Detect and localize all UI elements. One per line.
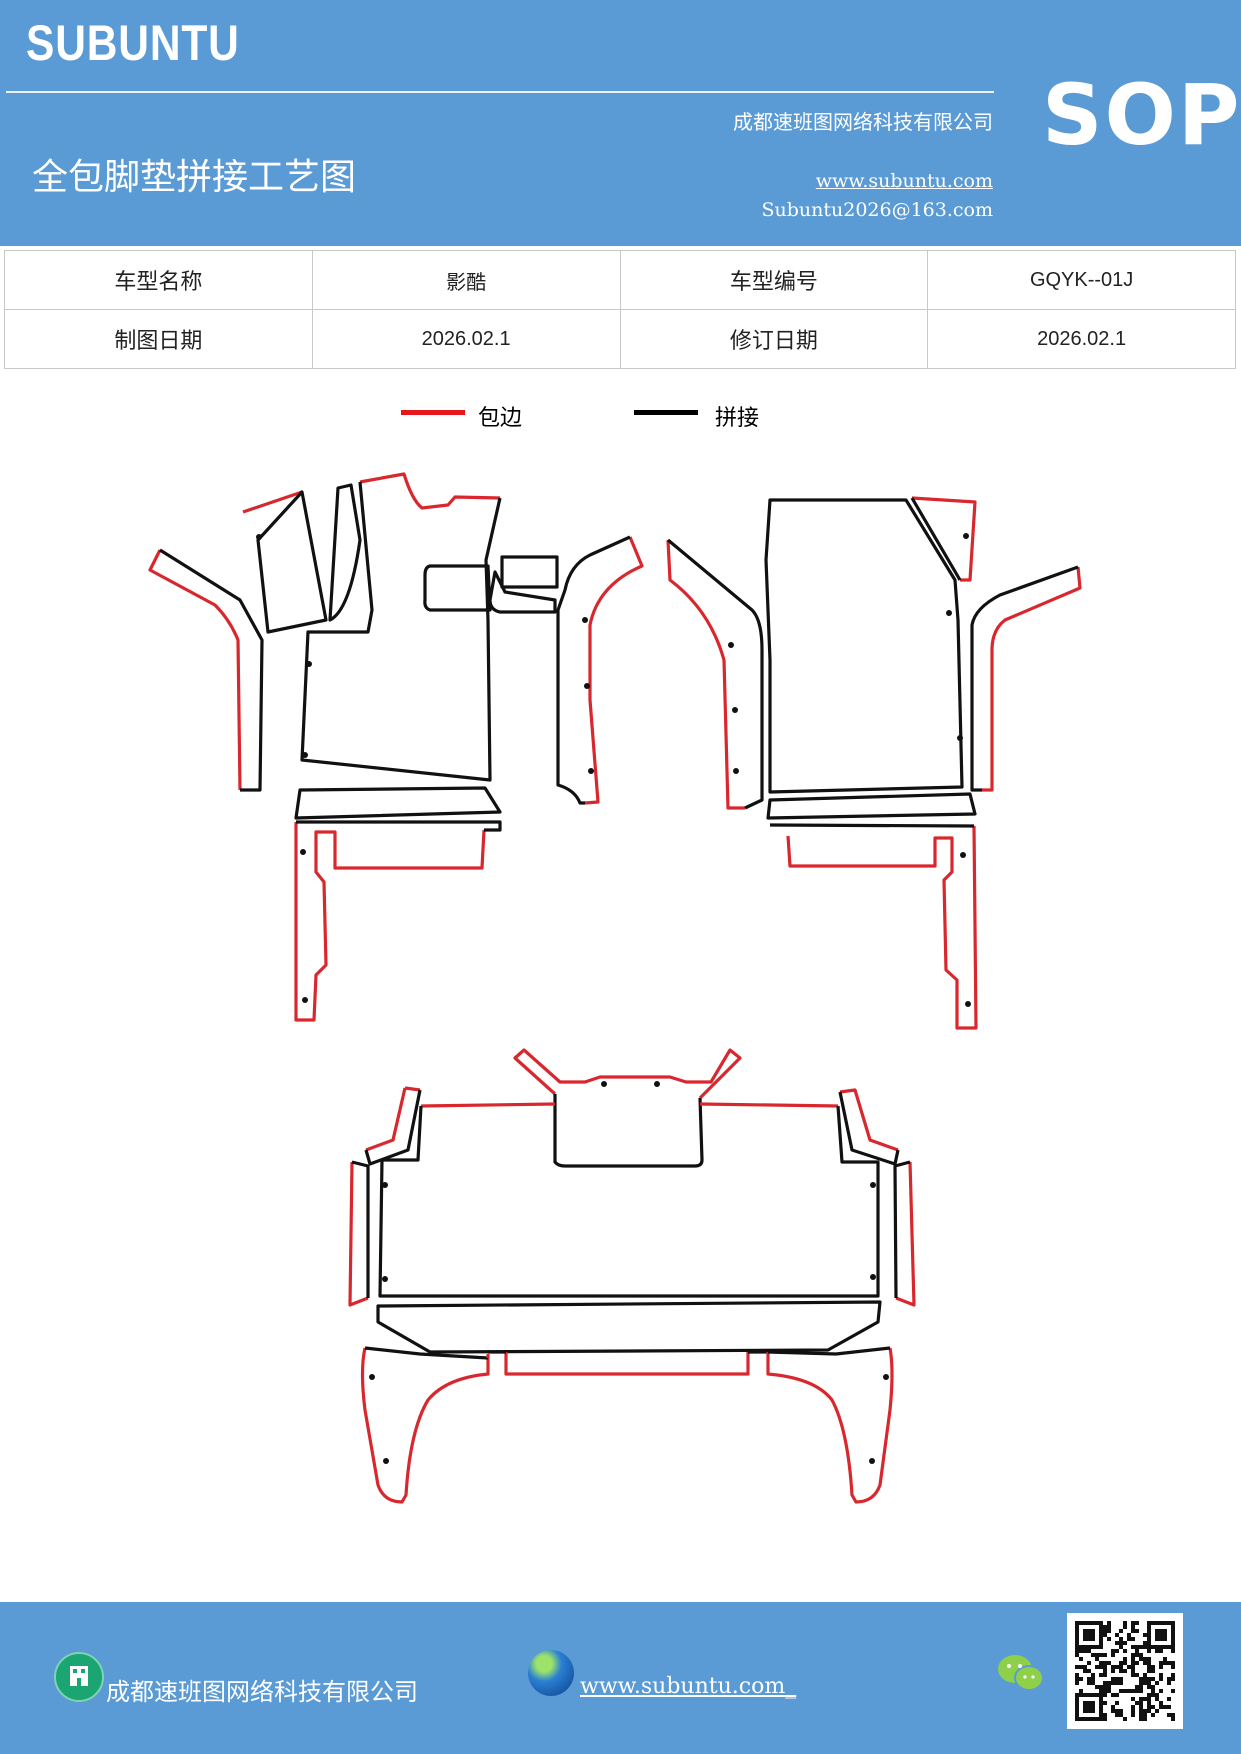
mat-piece-left-heel	[294, 786, 502, 820]
building-icon	[54, 1652, 104, 1702]
mat-piece-left-door-strip	[556, 535, 644, 805]
value-model-code: GQYK--01J	[927, 250, 1236, 310]
mat-piece-left-main	[300, 472, 559, 782]
footer-company-name: 成都速班图网络科技有限公司	[106, 1678, 418, 1706]
mat-piece-right-heel	[766, 792, 977, 820]
mat-piece-rear-band	[376, 1300, 882, 1354]
mat-piece-left-lower	[294, 820, 502, 1022]
label-model-name: 车型名称	[4, 250, 313, 310]
wechat-icon[interactable]	[996, 1652, 1046, 1694]
value-draw-date: 2026.02.1	[311, 309, 621, 369]
sop-badge: SOP	[1042, 66, 1241, 164]
label-model-code: 车型编号	[619, 250, 929, 310]
value-revise-date: 2026.02.1	[927, 309, 1236, 369]
mat-piece-rear-bottom	[360, 1346, 894, 1504]
mat-piece-right-door-strip	[666, 538, 764, 810]
contact-email[interactable]: Subuntu2026@163.com	[761, 199, 993, 221]
header-divider	[6, 91, 994, 93]
legend-swatch-seam	[634, 410, 698, 415]
value-model-name: 影酷	[311, 250, 621, 310]
mat-piece-right-main	[764, 496, 977, 794]
mat-piece-rear-tunnel	[513, 1048, 742, 1168]
floor-mat-diagram	[148, 472, 1082, 1504]
mat-piece-right-lower	[769, 823, 978, 1030]
qr-code	[1067, 1613, 1183, 1729]
company-name: 成都速班图网络科技有限公司	[733, 110, 993, 134]
mat-piece-rear-main	[378, 1102, 880, 1298]
table-row: 制图日期 2026.02.1 修订日期 2026.02.1	[4, 309, 1236, 369]
globe-icon	[528, 1650, 574, 1696]
legend-swatch-edging	[401, 410, 465, 415]
brand-logo: SUBUNTU	[26, 15, 240, 71]
legend-label-edging: 包边	[478, 406, 523, 431]
label-draw-date: 制图日期	[4, 309, 313, 369]
website-link[interactable]: www.subuntu.com	[815, 170, 993, 192]
label-revise-date: 修订日期	[619, 309, 929, 369]
mat-piece-left-pillar	[242, 490, 328, 634]
vehicle-info-table: 车型名称 影酷 车型编号 GQYK--01J 制图日期 2026.02.1 修订…	[4, 250, 1236, 369]
mat-piece-left-side-strip	[148, 548, 264, 792]
header-banner: SUBUNTU SOP 成都速班图网络科技有限公司 全包脚垫拼接工艺图 www.…	[0, 0, 1241, 246]
table-row: 车型名称 影酷 车型编号 GQYK--01J	[4, 250, 1236, 310]
legend-label-seam: 拼接	[715, 406, 760, 431]
mat-piece-rear-right-flaps	[838, 1088, 916, 1307]
mat-piece-right-side-strip	[970, 565, 1082, 792]
footer-banner: 成都速班图网络科技有限公司 www.subuntu.com_	[0, 1602, 1241, 1754]
legend: 包边 拼接	[0, 400, 1241, 440]
document-title: 全包脚垫拼接工艺图	[32, 157, 357, 198]
mat-piece-rear-left-flaps	[348, 1086, 422, 1307]
footer-website-link[interactable]: www.subuntu.com_	[580, 1674, 797, 1699]
